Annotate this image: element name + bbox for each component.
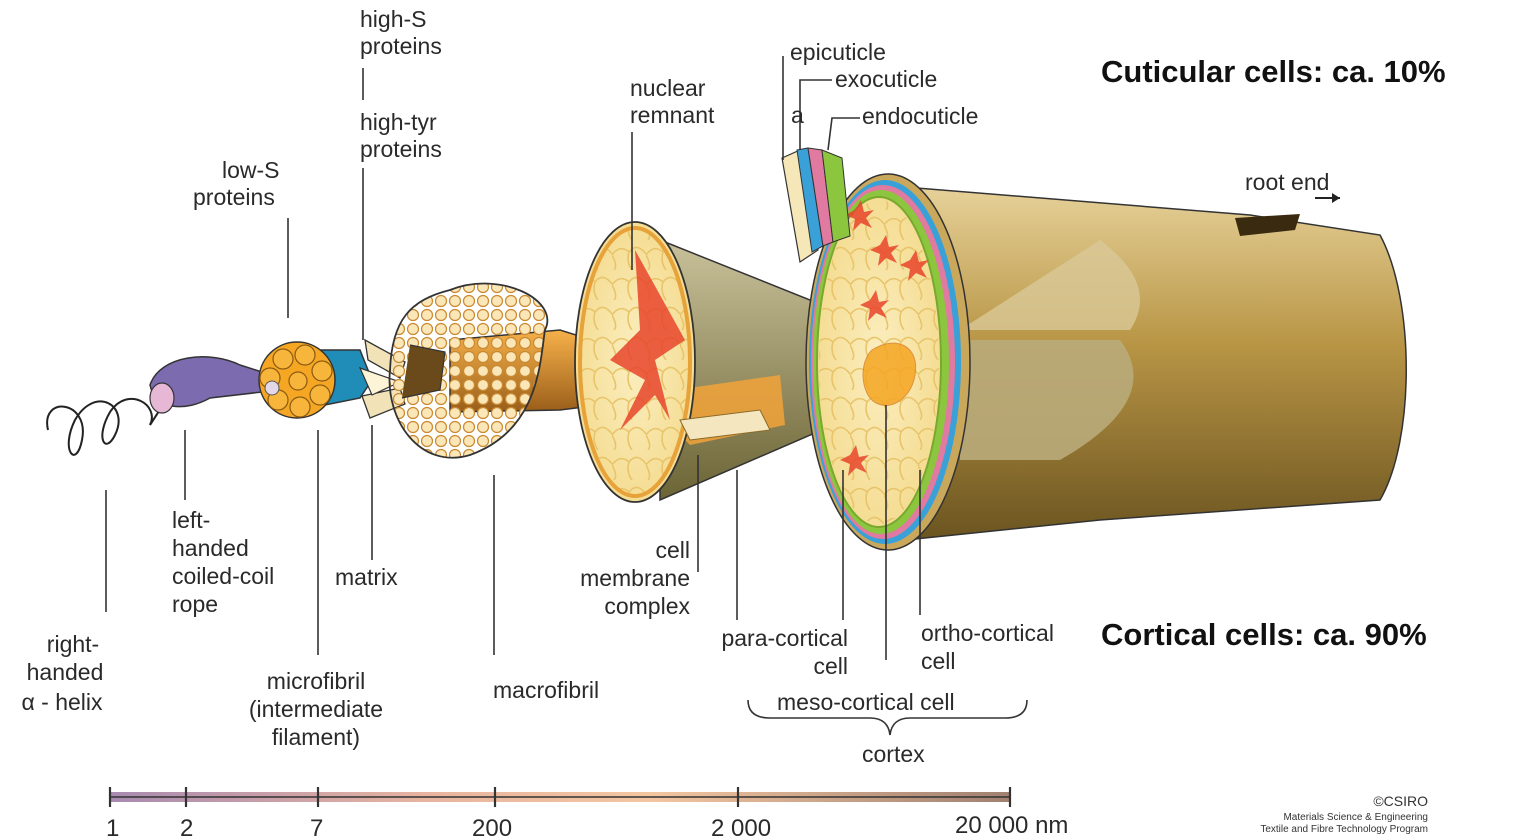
label-endocuticle: endocuticle — [862, 103, 978, 129]
scale-tick-20000: 20 000 nm — [955, 812, 1068, 839]
label-cortex: cortex — [862, 741, 925, 767]
credit-line-1: Materials Science & Engineering — [1283, 812, 1428, 823]
label-epicuticle: epicuticle — [790, 39, 886, 65]
credit-block: ©CSIRO Materials Science & Engineering T… — [1260, 793, 1428, 835]
credit-line-2: Textile and Fibre Technology Program — [1260, 824, 1428, 835]
fibre-body — [782, 148, 1406, 550]
scale-tick-200: 200 — [472, 815, 512, 840]
label-matrix: matrix — [335, 564, 398, 590]
scale-tick-2: 2 — [180, 815, 193, 840]
credit-owner: ©CSIRO — [1373, 793, 1428, 809]
label-a-layer: a — [791, 102, 804, 128]
scale-tick-1: 1 — [106, 815, 119, 840]
label-root-end: root end — [1245, 169, 1329, 195]
size-scale: 1 2 7 200 2 000 20 000 nm — [106, 787, 1068, 840]
cortical-cells-label: Cortical cells: ca. 90% — [1101, 617, 1427, 652]
label-meso-cortical-cell: meso-cortical cell — [777, 689, 955, 715]
microfibril-drawing — [259, 342, 372, 418]
cuticular-cells-label: Cuticular cells: ca. 10% — [1101, 54, 1446, 89]
label-exocuticle: exocuticle — [835, 66, 937, 92]
label-macrofibril: macrofibril — [493, 677, 599, 703]
scale-tick-7: 7 — [310, 815, 323, 840]
scale-tick-2000: 2 000 — [711, 815, 771, 840]
coiled-coil-rope — [150, 357, 262, 413]
